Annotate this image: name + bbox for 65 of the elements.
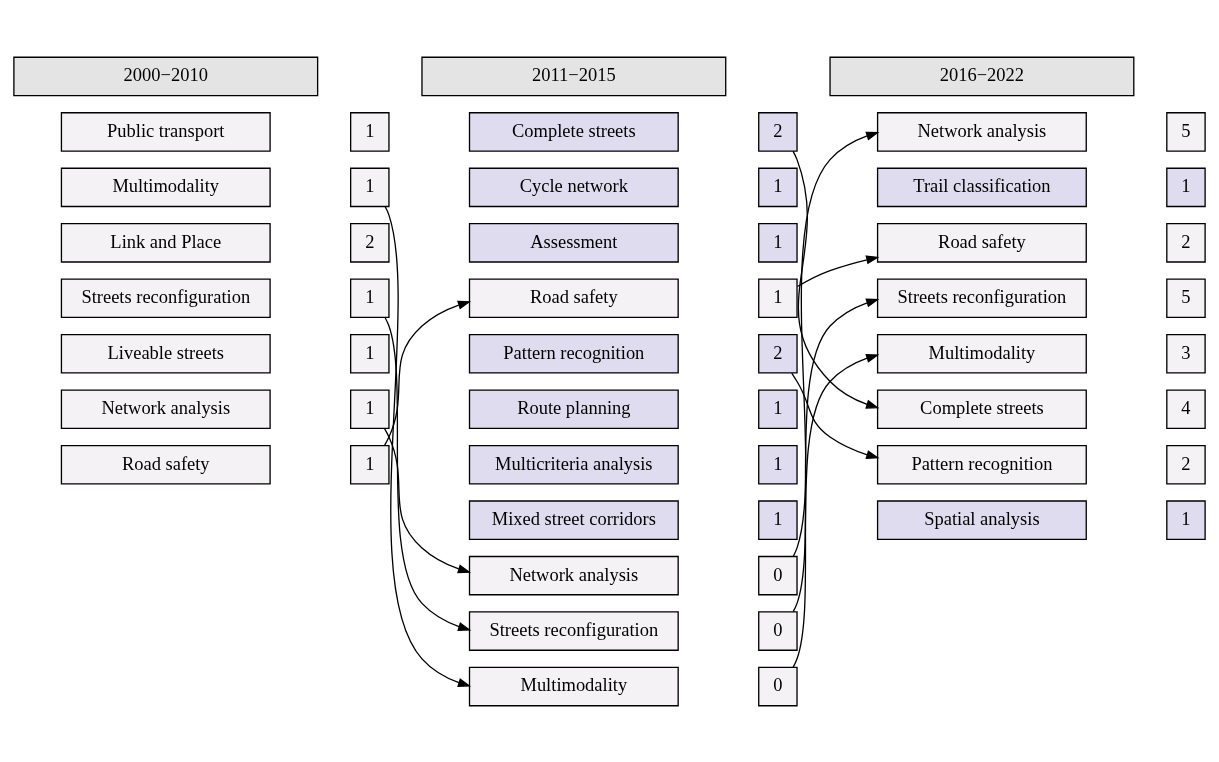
node-box: 5 bbox=[1166, 111, 1206, 152]
node-box: 1 bbox=[350, 278, 390, 318]
node-box: Cycle network bbox=[468, 167, 679, 207]
node-box: Streets reconfiguration bbox=[60, 278, 271, 318]
node-box: Network analysis bbox=[60, 388, 271, 429]
node-box: 1 bbox=[758, 167, 798, 207]
node-box: 3 bbox=[1166, 333, 1206, 374]
arrow bbox=[384, 316, 472, 631]
node-box: 1 bbox=[350, 444, 390, 484]
node-box: Public transport bbox=[60, 111, 271, 152]
node-box: 2 bbox=[758, 333, 798, 374]
node-box: 0 bbox=[758, 666, 798, 706]
node-box: Multimodality bbox=[60, 167, 271, 207]
node-box: 1 bbox=[350, 167, 390, 207]
node-box: 2016−2022 bbox=[829, 56, 1135, 96]
node-box: 1 bbox=[758, 222, 798, 263]
node-box: Spatial analysis bbox=[876, 499, 1087, 540]
node-box: Network analysis bbox=[876, 111, 1087, 152]
node-box: Complete streets bbox=[468, 111, 679, 152]
node-box: Multimodality bbox=[468, 666, 679, 706]
node-box: 1 bbox=[350, 111, 390, 152]
node-box: 2011−2015 bbox=[421, 56, 727, 96]
node-box: Road safety bbox=[60, 444, 271, 484]
arrow bbox=[791, 371, 880, 459]
node-box: 1 bbox=[1166, 167, 1206, 207]
node-box: Trail classification bbox=[876, 167, 1087, 207]
node-box: Pattern recognition bbox=[876, 444, 1087, 484]
arrow bbox=[384, 205, 472, 687]
node-box: Route planning bbox=[468, 388, 679, 429]
node-box: 2 bbox=[350, 222, 390, 263]
node-box: Streets reconfiguration bbox=[876, 278, 1087, 318]
node-box: Road safety bbox=[468, 278, 679, 318]
node-box: 2 bbox=[758, 111, 798, 152]
node-box: Mixed street corridors bbox=[468, 499, 679, 540]
arrow bbox=[792, 150, 880, 409]
node-box: 4 bbox=[1166, 388, 1206, 429]
node-box: Link and Place bbox=[60, 222, 271, 263]
node-box: Streets reconfiguration bbox=[468, 610, 679, 651]
node-box: 5 bbox=[1166, 278, 1206, 318]
node-box: 1 bbox=[758, 278, 798, 318]
node-box: 2 bbox=[1166, 444, 1206, 484]
node-box: Pattern recognition bbox=[468, 333, 679, 374]
node-box: 2 bbox=[1166, 222, 1206, 263]
node-box: Assessment bbox=[468, 222, 679, 263]
node-box: Multicriteria analysis bbox=[468, 444, 679, 484]
node-box: Network analysis bbox=[468, 555, 679, 595]
node-box: 1 bbox=[758, 444, 798, 484]
node-box: 2000−2010 bbox=[13, 56, 319, 96]
arrow bbox=[384, 300, 472, 446]
node-box: 0 bbox=[758, 555, 798, 595]
node-box: 1 bbox=[350, 388, 390, 429]
node-box: 1 bbox=[1166, 499, 1206, 540]
node-box: Multimodality bbox=[876, 333, 1087, 374]
node-box: Complete streets bbox=[876, 388, 1087, 429]
arrow bbox=[384, 427, 472, 573]
node-box: 1 bbox=[350, 333, 390, 374]
arrow bbox=[792, 353, 880, 668]
arrow bbox=[792, 297, 880, 612]
node-box: 0 bbox=[758, 610, 798, 651]
arrow bbox=[796, 254, 880, 287]
node-box: 1 bbox=[758, 499, 798, 540]
node-box: Liveable streets bbox=[60, 333, 271, 374]
node-box: Road safety bbox=[876, 222, 1087, 263]
arrow bbox=[792, 131, 880, 557]
node-box: 1 bbox=[758, 388, 798, 429]
